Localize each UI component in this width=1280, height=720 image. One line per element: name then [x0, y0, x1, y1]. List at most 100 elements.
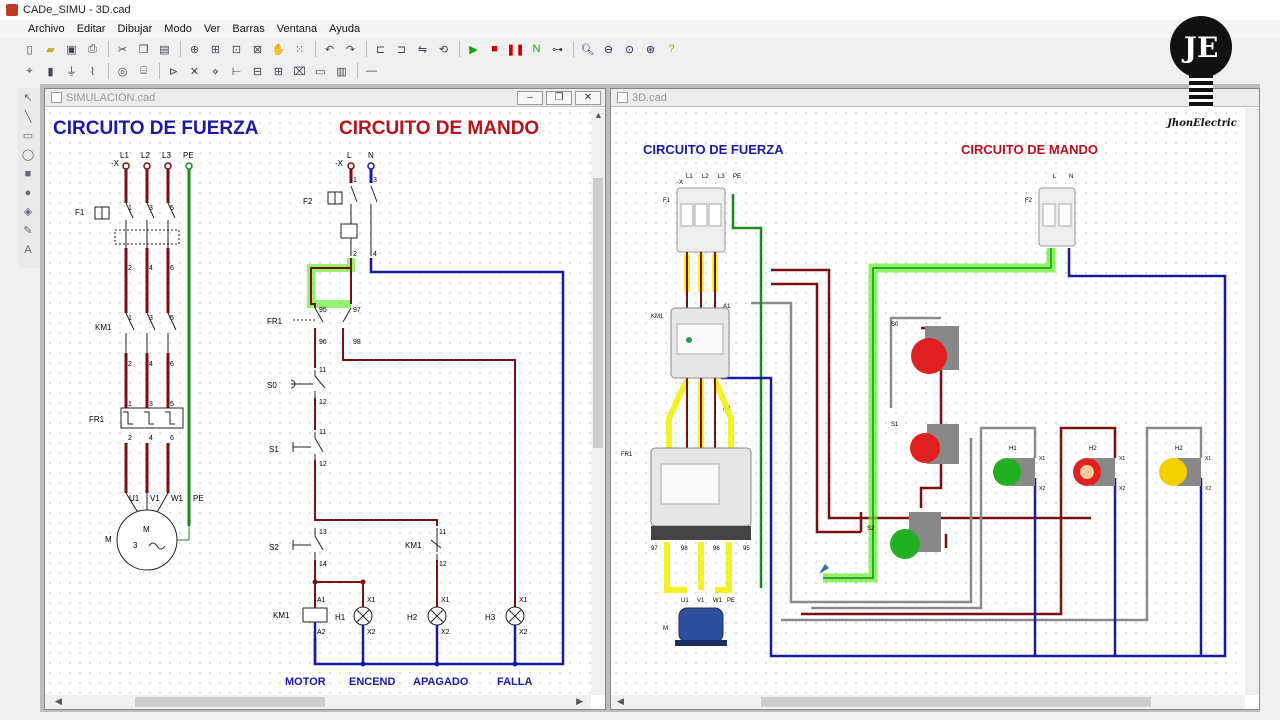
3d-fr1-overload[interactable] — [650, 447, 752, 540]
km1-power-contacts[interactable] — [125, 312, 177, 353]
menu-archivo[interactable]: Archivo — [28, 23, 65, 35]
contact-icon[interactable]: ▭ — [315, 65, 326, 78]
copy-icon[interactable]: ❐ — [138, 43, 149, 56]
fr1-aux-contacts[interactable] — [293, 307, 352, 323]
motor-m1[interactable]: M 3 — [116, 492, 190, 571]
cross-icon[interactable]: ✕ — [189, 65, 200, 78]
text-tool-icon[interactable]: A — [24, 243, 32, 256]
3d-vertical-scrollbar[interactable] — [1245, 108, 1259, 695]
zoom-in-icon[interactable]: 🔍︎ — [580, 43, 595, 56]
line-tool-icon[interactable]: ╲ — [24, 111, 32, 123]
save-icon[interactable]: ▣ — [66, 43, 77, 56]
close-button[interactable]: ✕ — [575, 90, 601, 105]
resistor-icon[interactable]: ⋄ — [212, 65, 219, 78]
3d-s0-stop-button[interactable] — [911, 326, 959, 374]
s2-button[interactable] — [292, 528, 324, 560]
fuse-icon[interactable]: ⊟ — [252, 65, 263, 78]
3d-f1-breaker[interactable] — [676, 187, 726, 253]
3d-s2-button[interactable] — [890, 512, 941, 559]
3d-km1-contactor[interactable] — [670, 307, 730, 379]
zoom-area-icon[interactable]: ⊠ — [252, 43, 263, 56]
box-icon[interactable]: ⊞ — [273, 65, 284, 78]
diode-icon[interactable]: ⊳ — [168, 65, 179, 78]
ground-icon[interactable]: ⏚ — [66, 66, 77, 78]
terminal-l[interactable] — [347, 162, 355, 170]
minimize-button[interactable]: – — [517, 90, 543, 105]
motor-icon[interactable]: ◎ — [117, 65, 128, 78]
ellipse-tool-icon[interactable]: ◯ — [21, 149, 35, 161]
print-icon[interactable]: ⎙ — [88, 42, 97, 55]
step-icon[interactable]: N — [532, 43, 541, 55]
grid-icon[interactable]: ⁙ — [294, 43, 305, 56]
align-right-icon[interactable]: ⊐ — [396, 43, 407, 56]
pause-icon[interactable]: ❚❚ — [506, 43, 525, 56]
3d-motor[interactable] — [675, 607, 727, 646]
terminal-n[interactable] — [367, 162, 375, 170]
menu-ventana[interactable]: Ventana — [276, 23, 318, 35]
simulacion-horizontal-scrollbar[interactable]: ◀ ▶ — [45, 695, 591, 709]
pen-tool-icon[interactable]: ✎ — [23, 225, 33, 237]
play-icon[interactable]: ▶ — [469, 43, 478, 56]
3d-h2-lamp-red[interactable] — [1073, 458, 1115, 486]
fill-ellipse-icon[interactable]: ● — [24, 186, 32, 199]
redo-icon[interactable]: ↷ — [345, 43, 356, 56]
restore-button[interactable]: ❐ — [546, 90, 572, 105]
km1-aux-contact[interactable] — [430, 528, 442, 560]
s1-start-button[interactable] — [292, 432, 324, 460]
pilot-lamps[interactable] — [353, 606, 525, 626]
simulacion-canvas[interactable]: CIRCUITO DE FUERZA CIRCUITO DE MANDO -X … — [45, 108, 591, 695]
scroll-up-icon[interactable]: ▲ — [594, 110, 603, 120]
terminal-l3[interactable] — [164, 162, 172, 170]
align-left-icon[interactable]: ⊏ — [375, 43, 386, 56]
3d-window-titlebar[interactable]: 3D.cad — [611, 89, 1259, 107]
menu-ver[interactable]: Ver — [203, 23, 221, 35]
fill-tool-icon[interactable]: ◈ — [23, 206, 33, 218]
help-icon[interactable]: ? — [668, 43, 675, 55]
stop-icon[interactable]: ■ — [491, 43, 498, 55]
f2-breaker[interactable] — [327, 185, 378, 256]
rect-tool-icon[interactable]: ▭ — [22, 130, 34, 142]
zoom-out-icon[interactable]: ⊖ — [603, 43, 614, 56]
new-file-icon[interactable]: ▯ — [26, 43, 33, 56]
mirror-icon[interactable]: ⇋ — [417, 43, 428, 56]
km1-coil[interactable] — [302, 607, 328, 623]
scroll-left-icon[interactable]: ◀ — [617, 696, 624, 706]
f1-breaker[interactable] — [94, 202, 180, 248]
fill-rect-icon[interactable]: ■ — [24, 167, 32, 180]
open-folder-icon[interactable]: ▰ — [46, 43, 55, 56]
network-icon[interactable]: ⊶ — [552, 43, 563, 56]
vertical-scroll-thumb[interactable] — [593, 178, 603, 448]
battery-icon[interactable]: ▮ — [47, 65, 54, 78]
fr1-thermal-relay[interactable] — [120, 407, 184, 429]
scroll-left-icon[interactable]: ◀ — [55, 696, 62, 706]
zoom-all-icon[interactable]: ⊛ — [645, 43, 656, 56]
3d-horizontal-scrollbar[interactable]: ◀ — [611, 695, 1245, 709]
simulacion-vertical-scrollbar[interactable]: ▲ — [591, 108, 605, 695]
zoom-select-icon[interactable]: ⊡ — [231, 43, 242, 56]
3d-s1-button[interactable] — [910, 424, 959, 464]
3d-canvas[interactable]: CIRCUITO DE FUERZA CIRCUITO DE MANDO -X … — [611, 108, 1245, 695]
terminal-l1[interactable] — [122, 162, 130, 170]
zoom-fit-icon[interactable]: ⊞ — [210, 43, 221, 56]
menu-barras[interactable]: Barras — [232, 23, 265, 35]
plc-icon[interactable]: ⌧ — [293, 65, 306, 78]
paste-icon[interactable]: ▤ — [159, 43, 170, 56]
s0-stop-button[interactable] — [290, 370, 326, 398]
coil-icon[interactable]: ⌇ — [89, 65, 96, 78]
relay-icon[interactable]: ▥ — [336, 65, 347, 78]
rotate-icon[interactable]: ⟲ — [438, 43, 449, 56]
3d-h2-lamp-yellow[interactable] — [1159, 458, 1201, 486]
switch-icon[interactable]: ⌸ — [140, 64, 147, 77]
cut-icon[interactable]: ✂ — [117, 43, 128, 56]
simulacion-window-titlebar[interactable]: SIMULACION.cad – ❐ ✕ — [45, 89, 605, 107]
3d-h1-lamp[interactable] — [993, 458, 1035, 486]
terminal-icon[interactable]: ⊢ — [231, 65, 242, 78]
horizontal-scroll-thumb[interactable] — [761, 697, 1151, 707]
menu-editar[interactable]: Editar — [76, 23, 106, 35]
terminal-l2[interactable] — [143, 162, 151, 170]
horizontal-scroll-thumb[interactable] — [135, 697, 325, 707]
menu-modo[interactable]: Modo — [164, 23, 192, 35]
terminal-pe[interactable] — [185, 162, 193, 170]
menu-ayuda[interactable]: Ayuda — [329, 23, 361, 35]
line-icon[interactable]: — — [366, 65, 377, 77]
